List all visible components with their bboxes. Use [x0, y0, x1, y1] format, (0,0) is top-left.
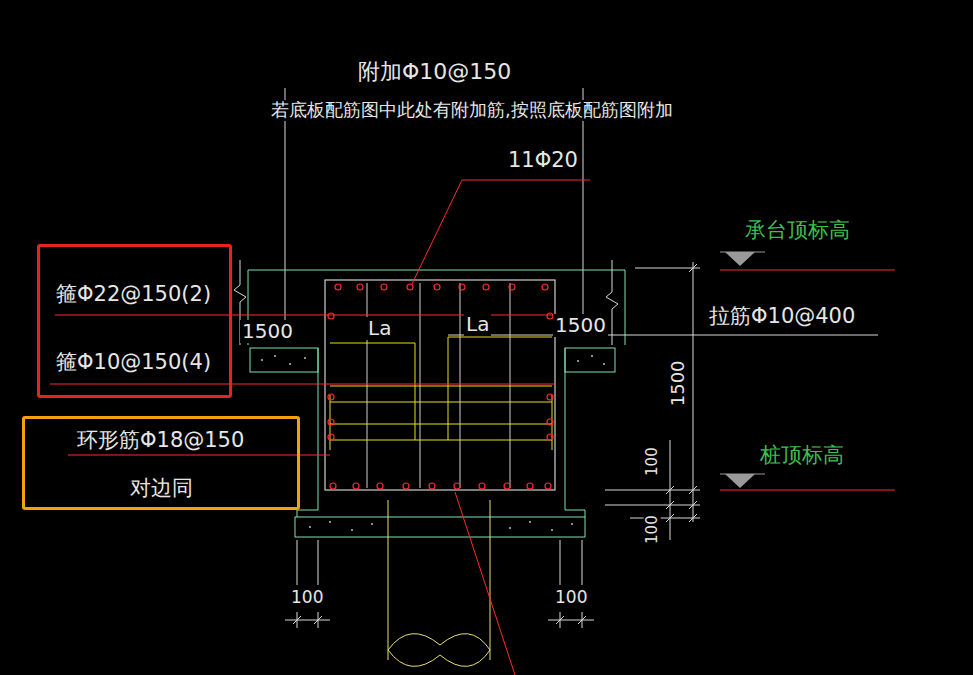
elevation-label: 桩顶标高 — [758, 443, 846, 467]
note-text: 环形筋Φ18@150 — [77, 427, 244, 453]
dimension: 100 — [644, 445, 661, 478]
note-text: 箍Φ10@150(4) — [56, 349, 211, 375]
rebar-note-box: 箍Φ22@150(2) 箍Φ10@150(4) — [37, 244, 232, 398]
elevation-label: 承台顶标高 — [743, 218, 852, 242]
dimension: 100 — [644, 513, 661, 546]
anchor-length: La — [366, 317, 393, 340]
dimension: 100 — [289, 588, 325, 608]
dimension: 1500 — [668, 358, 689, 408]
note-text: 箍Φ22@150(2) — [56, 281, 211, 307]
note-text: 对边同 — [130, 475, 193, 501]
rebar-callout: 11Φ20 — [506, 148, 580, 172]
general-note: 若底板配筋图中此处有附加筋,按照底板配筋图附加 — [269, 100, 675, 121]
ring-bar-note-box: 环形筋Φ18@150 对边同 — [22, 416, 300, 510]
anchor-length: La — [464, 313, 491, 336]
dimension: 100 — [553, 588, 589, 608]
tie-bar-note: 拉筋Φ10@400 — [707, 304, 857, 328]
dimension: 1500 — [553, 314, 608, 337]
rebar-note: 附加Φ10@150 — [356, 59, 513, 84]
dimension: 1500 — [240, 320, 295, 343]
